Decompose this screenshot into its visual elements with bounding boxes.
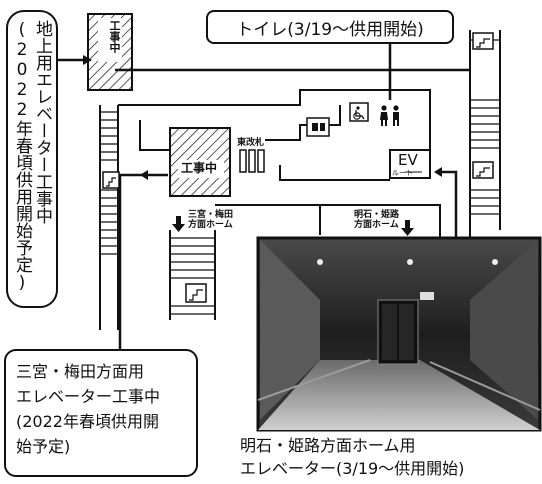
left-stairs	[100, 111, 118, 255]
photo-caption: 明石・姫路方面ホーム用 エレベーター(3/19〜供用開始)	[240, 436, 465, 478]
sannomiya-elevator-callout: 三宮・梅田方面用 エレベーター工事中 (2022年春頃供用開 始予定)	[4, 349, 198, 477]
toilet-callout: トイレ(3/19〜供用開始)	[206, 10, 454, 44]
akashi-platform-label: 明石・姫路 方面ホーム	[354, 210, 400, 230]
construction-label-main: 工事中	[181, 161, 218, 175]
sannomiya-elevator-text: 三宮・梅田方面用 エレベーター工事中 (2022年春頃供用開 始予定)	[16, 362, 161, 456]
bottom-stairs	[170, 237, 215, 315]
right-stairs	[470, 39, 500, 215]
ticket-gate-icon	[239, 149, 265, 173]
down-arrow-icon	[172, 216, 185, 232]
east-gate-label: 東改札	[237, 138, 265, 148]
stairs-icon	[102, 32, 494, 303]
route-label: ルート	[392, 169, 413, 177]
ev-box	[389, 149, 431, 179]
surface-elevator-text: 地上用エレベーター工事中 (2022年春頃供用開始予定)	[12, 20, 52, 293]
accessible-icon	[349, 102, 369, 122]
surface-elevator-callout: 地上用エレベーター工事中 (2022年春頃供用開始予定)	[6, 10, 58, 308]
construction-label-top: 工事中	[108, 20, 121, 53]
ev-label: EV	[398, 151, 418, 169]
toilet-callout-text: トイレ(3/19〜供用開始)	[236, 19, 424, 40]
down-arrow-icon	[401, 220, 414, 236]
sannomiya-platform-label: 三宮・梅田 方面ホーム	[188, 210, 234, 230]
toilet-icon	[380, 105, 399, 126]
